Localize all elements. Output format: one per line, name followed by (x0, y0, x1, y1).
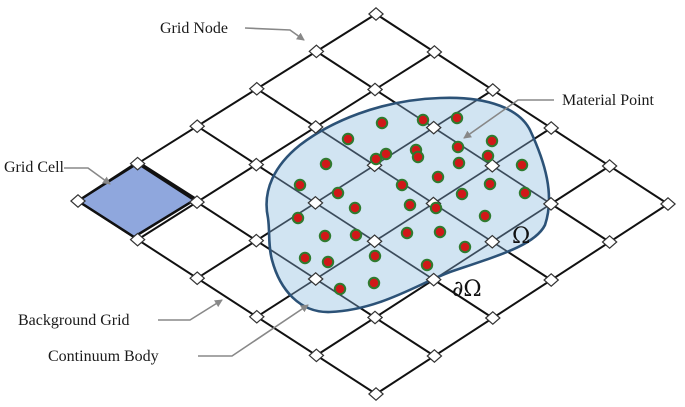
grid-node (307, 120, 324, 134)
material-point (481, 149, 495, 163)
grid-node (484, 311, 501, 325)
grid-node (425, 272, 442, 287)
grid-node (484, 83, 501, 97)
material-point (485, 134, 499, 148)
material-point (395, 178, 409, 192)
material-point (318, 229, 332, 243)
leader-arrows (64, 27, 554, 357)
grid-nodes (69, 7, 677, 401)
boundary-symbol: ∂Ω (452, 277, 482, 302)
grid-line-inside (266, 162, 435, 313)
grid-node-label: Grid Node (160, 20, 228, 37)
material-point (458, 240, 472, 254)
grid-line-inside (266, 97, 494, 279)
grid-line (77, 200, 377, 395)
grid-line (77, 13, 377, 202)
material-point (451, 140, 465, 154)
material-point (331, 186, 345, 200)
continuum-body-label: Continuum Body (48, 348, 159, 365)
material-point (411, 150, 425, 164)
material-point (379, 147, 393, 161)
material-point (452, 156, 466, 170)
material-point (321, 255, 335, 269)
grid-node (426, 45, 443, 59)
grid-node (366, 234, 383, 249)
grid-node (659, 197, 677, 211)
material-point (455, 187, 469, 201)
grid-cell-arrow (64, 167, 111, 185)
material-point (291, 211, 305, 225)
grid-line (137, 51, 435, 241)
material-point-arrow (463, 99, 554, 139)
grid-node (248, 309, 265, 324)
material-point (515, 158, 529, 172)
material-point (450, 111, 464, 125)
grid-node (189, 271, 206, 286)
material-points (291, 111, 532, 296)
grid-node (308, 44, 325, 59)
material-point (483, 177, 497, 191)
grid-cell-label: Grid Cell (4, 159, 65, 176)
grid-line-inside (315, 165, 550, 313)
material-point (403, 198, 417, 212)
material-point (349, 228, 363, 242)
grid-node (188, 195, 206, 210)
grid-node (248, 233, 265, 248)
material-point (368, 249, 382, 263)
grid-node (189, 119, 206, 134)
grid-node (129, 232, 146, 247)
grid-node (425, 120, 442, 135)
grid-node (366, 310, 384, 325)
material-point (420, 258, 434, 272)
grid-node (484, 158, 501, 173)
grid-line (375, 13, 669, 205)
grid-node (601, 235, 618, 249)
omega-symbol: Ω (512, 224, 530, 249)
material-point-label: Material Point (562, 92, 655, 109)
grid-line (375, 203, 669, 395)
grid-node (69, 194, 87, 208)
grid-node (307, 272, 324, 286)
grid-node (366, 82, 384, 97)
material-point (518, 186, 532, 200)
grid-node (307, 195, 324, 210)
material-point (431, 170, 445, 184)
material-point (429, 201, 443, 215)
grid-node (367, 7, 385, 21)
material-point (341, 132, 355, 146)
body-boundary (265, 96, 551, 314)
grid-node (543, 121, 560, 135)
material-point (348, 201, 362, 215)
material-point (416, 113, 430, 127)
material-point (433, 225, 447, 239)
material-point (369, 152, 383, 166)
grid-node-arrow (244, 27, 305, 41)
material-point (298, 251, 312, 265)
grid-node (426, 349, 443, 363)
grid-node (129, 156, 146, 171)
material-point (400, 226, 414, 240)
material-point (293, 178, 307, 192)
grid-node (308, 348, 325, 363)
grid-node (484, 234, 501, 249)
grid-node (367, 387, 385, 401)
material-point (333, 282, 347, 296)
grid-line-inside (266, 127, 550, 313)
grid-node (542, 196, 560, 211)
continuum-body-arrow (198, 304, 309, 357)
grid-node (248, 157, 265, 172)
grid-node (601, 159, 618, 173)
material-point (478, 209, 492, 223)
material-point (319, 157, 333, 171)
material-point (375, 116, 389, 130)
grid-node (543, 273, 560, 287)
background-grid-label: Background Grid (18, 312, 130, 329)
background-grid-arrow (158, 299, 223, 321)
grid-node (248, 81, 265, 96)
material-point (367, 276, 381, 290)
